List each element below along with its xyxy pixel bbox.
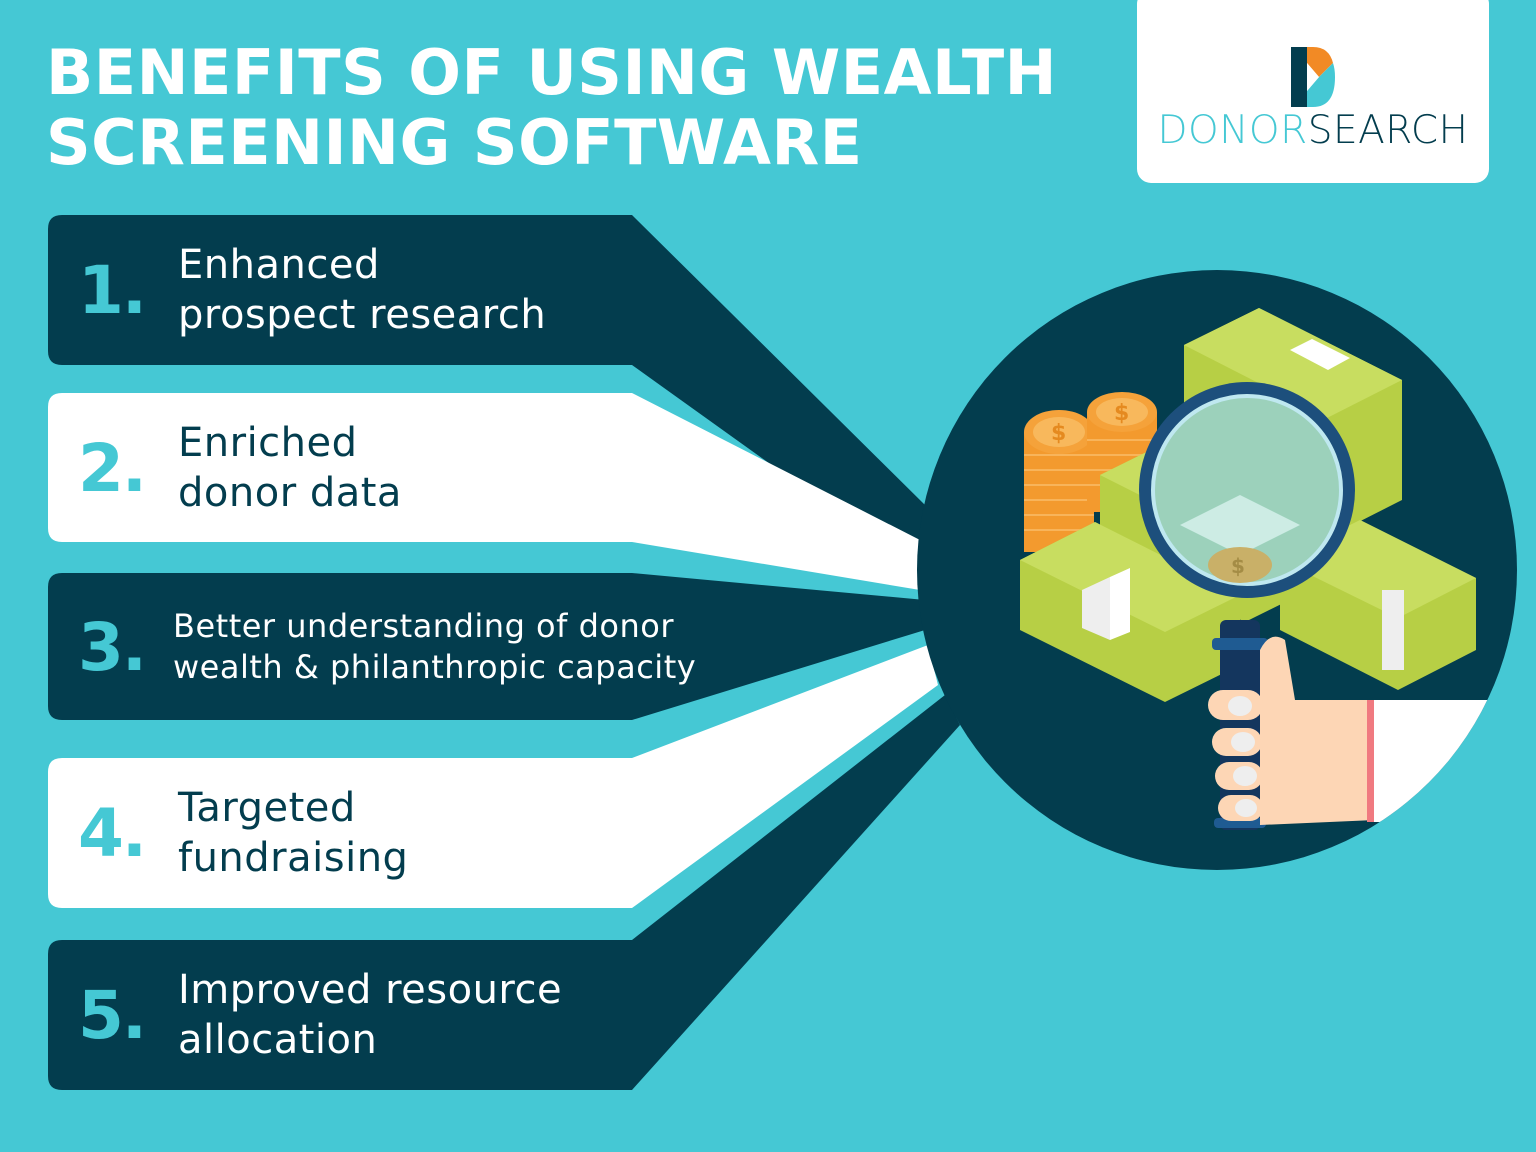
benefit-number: 3.	[78, 608, 147, 686]
benefit-item-1: 1. Enhanced prospect research	[48, 215, 748, 365]
logo-wordmark: DONORSEARCH	[1137, 108, 1489, 153]
benefit-item-4: 4. Targeted fundraising	[48, 758, 748, 908]
title-line-1: BENEFITS OF USING WEALTH	[46, 36, 1058, 109]
money-illustration: $ $	[1020, 308, 1517, 830]
banner-3-shape	[48, 573, 925, 720]
benefit-number: 1.	[78, 251, 147, 329]
banner-2-shape	[48, 393, 920, 590]
svg-text:$: $	[1231, 554, 1245, 578]
benefit-text: Improved resource allocation	[178, 967, 563, 1063]
svg-text:$: $	[1114, 401, 1129, 426]
donorsearch-d-logo-icon	[1291, 47, 1335, 107]
benefit-number: 5.	[78, 976, 147, 1054]
benefit-text: Enhanced prospect research	[178, 242, 547, 338]
benefit-item-2: 2. Enriched donor data	[48, 393, 748, 543]
page-title: BENEFITS OF USING WEALTH SCREENING SOFTW…	[46, 38, 1057, 178]
title-line-2: SCREENING SOFTWARE	[46, 106, 863, 179]
benefit-item-5: 5. Improved resource allocation	[48, 940, 748, 1090]
logo-text-search: SEARCH	[1307, 108, 1469, 153]
benefit-item-3: 3. Better understanding of donor wealth …	[48, 572, 748, 722]
benefit-text: Better understanding of donor wealth & p…	[173, 607, 697, 686]
benefit-text: Enriched donor data	[178, 420, 402, 516]
benefit-number: 4.	[78, 794, 147, 872]
benefit-number: 2.	[78, 429, 147, 507]
svg-text:$: $	[1051, 421, 1066, 446]
donorsearch-logo[interactable]: DONORSEARCH	[1137, 0, 1489, 183]
banner-5-shape	[48, 695, 960, 1090]
logo-text-donor: DONOR	[1157, 108, 1308, 153]
benefit-text: Targeted fundraising	[178, 785, 409, 881]
banner-4-shape	[48, 645, 938, 908]
banner-1-shape	[48, 215, 925, 575]
